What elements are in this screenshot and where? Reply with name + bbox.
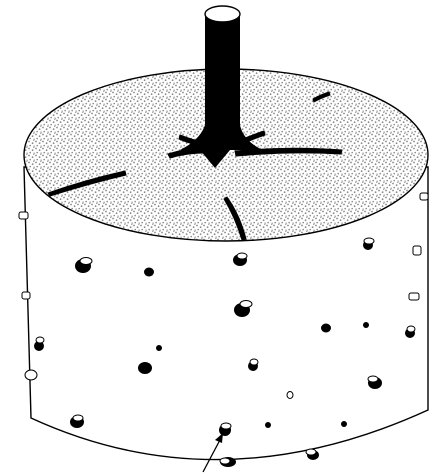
hole	[156, 345, 162, 351]
root-tip-right-low	[409, 293, 419, 300]
hole	[363, 322, 369, 328]
root-tip-left-mid	[22, 292, 30, 299]
hole	[219, 423, 231, 436]
root-tip-right-mid	[413, 246, 421, 255]
hole	[25, 370, 37, 380]
hole	[287, 392, 293, 399]
stem-cut-top	[205, 6, 240, 22]
root-tip-right-top	[420, 193, 428, 200]
hole	[341, 421, 347, 427]
hole	[265, 422, 271, 428]
hole	[321, 324, 331, 333]
hole	[220, 457, 236, 467]
root-tip-left-top	[19, 212, 28, 219]
hole	[138, 362, 152, 374]
hole	[306, 449, 319, 460]
hole	[144, 268, 154, 277]
